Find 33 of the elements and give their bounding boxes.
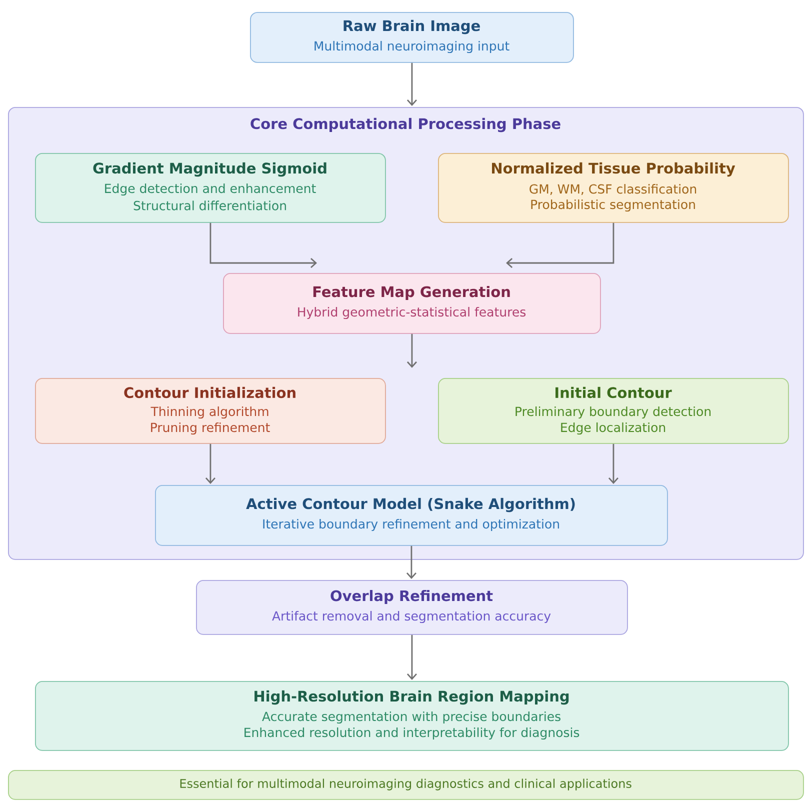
box-title: Contour Initialization <box>124 386 296 398</box>
box-text: Multimodal neuroimaging input <box>314 40 510 54</box>
box-text: Artifact removal and segmentation accuracy <box>272 610 551 624</box>
arrow <box>210 222 317 268</box>
box-title: Initial Contour <box>556 386 672 398</box>
arrow <box>205 444 216 484</box>
arrow <box>506 222 614 268</box>
box-text: Structural differentiation <box>134 200 286 210</box>
box-text: Enhanced resolution and interpretability for diagnosis <box>244 727 580 740</box>
box-title: Raw Brain Image <box>344 20 480 34</box>
box-text: Accurate segmentation with precise boundaries <box>262 711 560 724</box>
box-text: Probabilistic segmentation <box>531 199 695 212</box>
banner-text: Essential for multimodal neuroimaging diagnostics and clinical applications <box>180 778 632 790</box>
arrow <box>608 444 618 484</box>
box-text: Hybrid geometric-statistical features <box>298 306 526 320</box>
arrow <box>406 546 416 579</box>
box-text: Edge localization <box>561 422 666 435</box>
arrow <box>406 634 417 680</box>
panel-title: Core Computational Processing Phase <box>250 118 560 132</box>
box-title: Active Contour Model (Snake Algorithm) <box>246 498 575 512</box>
box-text: Thinning algorithm <box>150 406 268 419</box>
box-title: High-Resolution Brain Region Mapping <box>254 690 569 705</box>
box-text: Pruning refinement <box>151 422 270 435</box>
box-text: GM, WM, CSF classification <box>530 184 696 195</box>
box-title: Gradient Magnitude Sigmoid <box>93 162 326 177</box>
box-title: Normalized Tissue Probability <box>492 162 736 177</box>
box-title: Feature Map Generation <box>313 286 510 300</box>
arrow <box>406 334 417 368</box>
box-title: Overlap Refinement <box>330 590 493 604</box>
arrow <box>406 62 417 106</box>
box-text: Iterative boundary refinement and optimization <box>263 518 559 532</box>
box-text: Edge detection and enhancement <box>105 183 316 196</box>
box-text: Preliminary boundary detection <box>516 406 711 419</box>
